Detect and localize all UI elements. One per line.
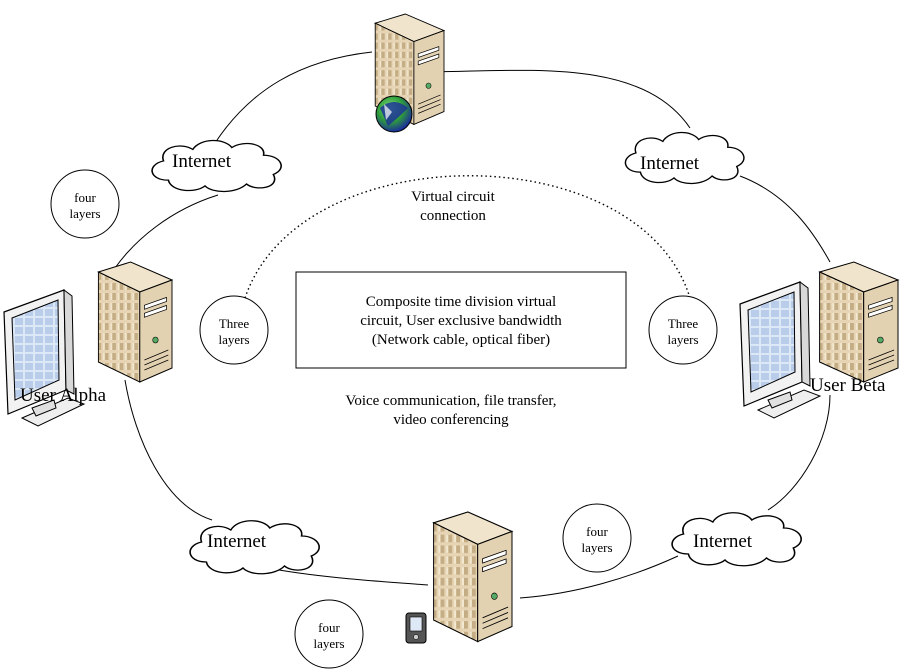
layer-label-line: four bbox=[74, 190, 96, 205]
user-beta-server-icon bbox=[819, 261, 899, 383]
description-box bbox=[295, 271, 627, 369]
link-user-beta-to-bottom-right-cloud bbox=[767, 394, 831, 511]
layer-circle-top-left bbox=[50, 169, 120, 239]
applications-line: video conferencing bbox=[393, 411, 509, 428]
link-bottom-left-cloud-to-bottom-server bbox=[267, 567, 429, 586]
globe-icon bbox=[375, 95, 413, 133]
handheld-device-icon bbox=[405, 612, 427, 644]
link-left-cloud-to-user-alpha bbox=[114, 194, 219, 269]
cloud-label-bottom-left: Internet bbox=[207, 531, 267, 552]
layer-label-line: layers bbox=[313, 636, 345, 652]
description-line: circuit, User exclusive bandwidth bbox=[360, 312, 562, 329]
layer-label-line: layers bbox=[581, 540, 613, 556]
virtual-circuit-label: Virtual circuit connection bbox=[338, 188, 568, 226]
layer-label-line: layers bbox=[69, 206, 101, 222]
cloud-label-bottom-right: Internet bbox=[693, 531, 753, 552]
layer-label-bottom-right: four layers bbox=[567, 524, 627, 557]
bottom-server-icon bbox=[433, 511, 513, 643]
user-alpha-server-icon bbox=[97, 261, 173, 383]
applications-text: Voice communication, file transfer, vide… bbox=[276, 392, 626, 430]
link-bottom-right-cloud-to-bottom-server bbox=[519, 555, 679, 599]
layer-label-mid-right: Three layers bbox=[653, 316, 713, 349]
layer-label-mid-left: Three layers bbox=[204, 316, 264, 349]
user-beta-monitor-icon bbox=[739, 281, 821, 419]
cloud-label-top-right: Internet bbox=[640, 153, 700, 174]
layer-circle-bottom-left bbox=[294, 599, 364, 669]
layer-label-top-left: four layers bbox=[55, 190, 115, 223]
applications-line: Voice communication, file transfer, bbox=[345, 393, 557, 409]
layer-label-line: Three bbox=[667, 316, 699, 331]
layer-circle-bottom-right bbox=[562, 503, 632, 573]
virtual-circuit-line: Virtual circuit bbox=[411, 189, 495, 205]
virtual-circuit-line: connection bbox=[420, 207, 486, 224]
layer-label-line: layers bbox=[667, 332, 699, 348]
user-beta-label: User Beta bbox=[810, 375, 886, 396]
cloud-label-top-left: Internet bbox=[172, 151, 232, 172]
description-line: (Network cable, optical fiber) bbox=[371, 331, 551, 348]
description-line: Composite time division virtual bbox=[365, 294, 557, 310]
link-right-cloud-to-user-beta bbox=[739, 175, 831, 263]
layer-label-bottom-left: four layers bbox=[299, 620, 359, 653]
layer-circle-mid-right bbox=[648, 295, 718, 365]
link-top-server-to-right-cloud bbox=[417, 69, 691, 129]
link-user-alpha-to-bottom-left-cloud bbox=[124, 379, 213, 521]
layer-label-line: four bbox=[586, 524, 608, 539]
layer-label-line: four bbox=[318, 620, 340, 635]
user-alpha-label: User Alpha bbox=[20, 385, 107, 406]
description-text: Composite time division virtual circuit,… bbox=[296, 293, 626, 349]
layer-label-line: layers bbox=[218, 332, 250, 348]
layer-label-line: Three bbox=[218, 316, 250, 331]
layer-circle-mid-left bbox=[199, 295, 269, 365]
link-top-server-to-left-cloud bbox=[214, 51, 373, 144]
